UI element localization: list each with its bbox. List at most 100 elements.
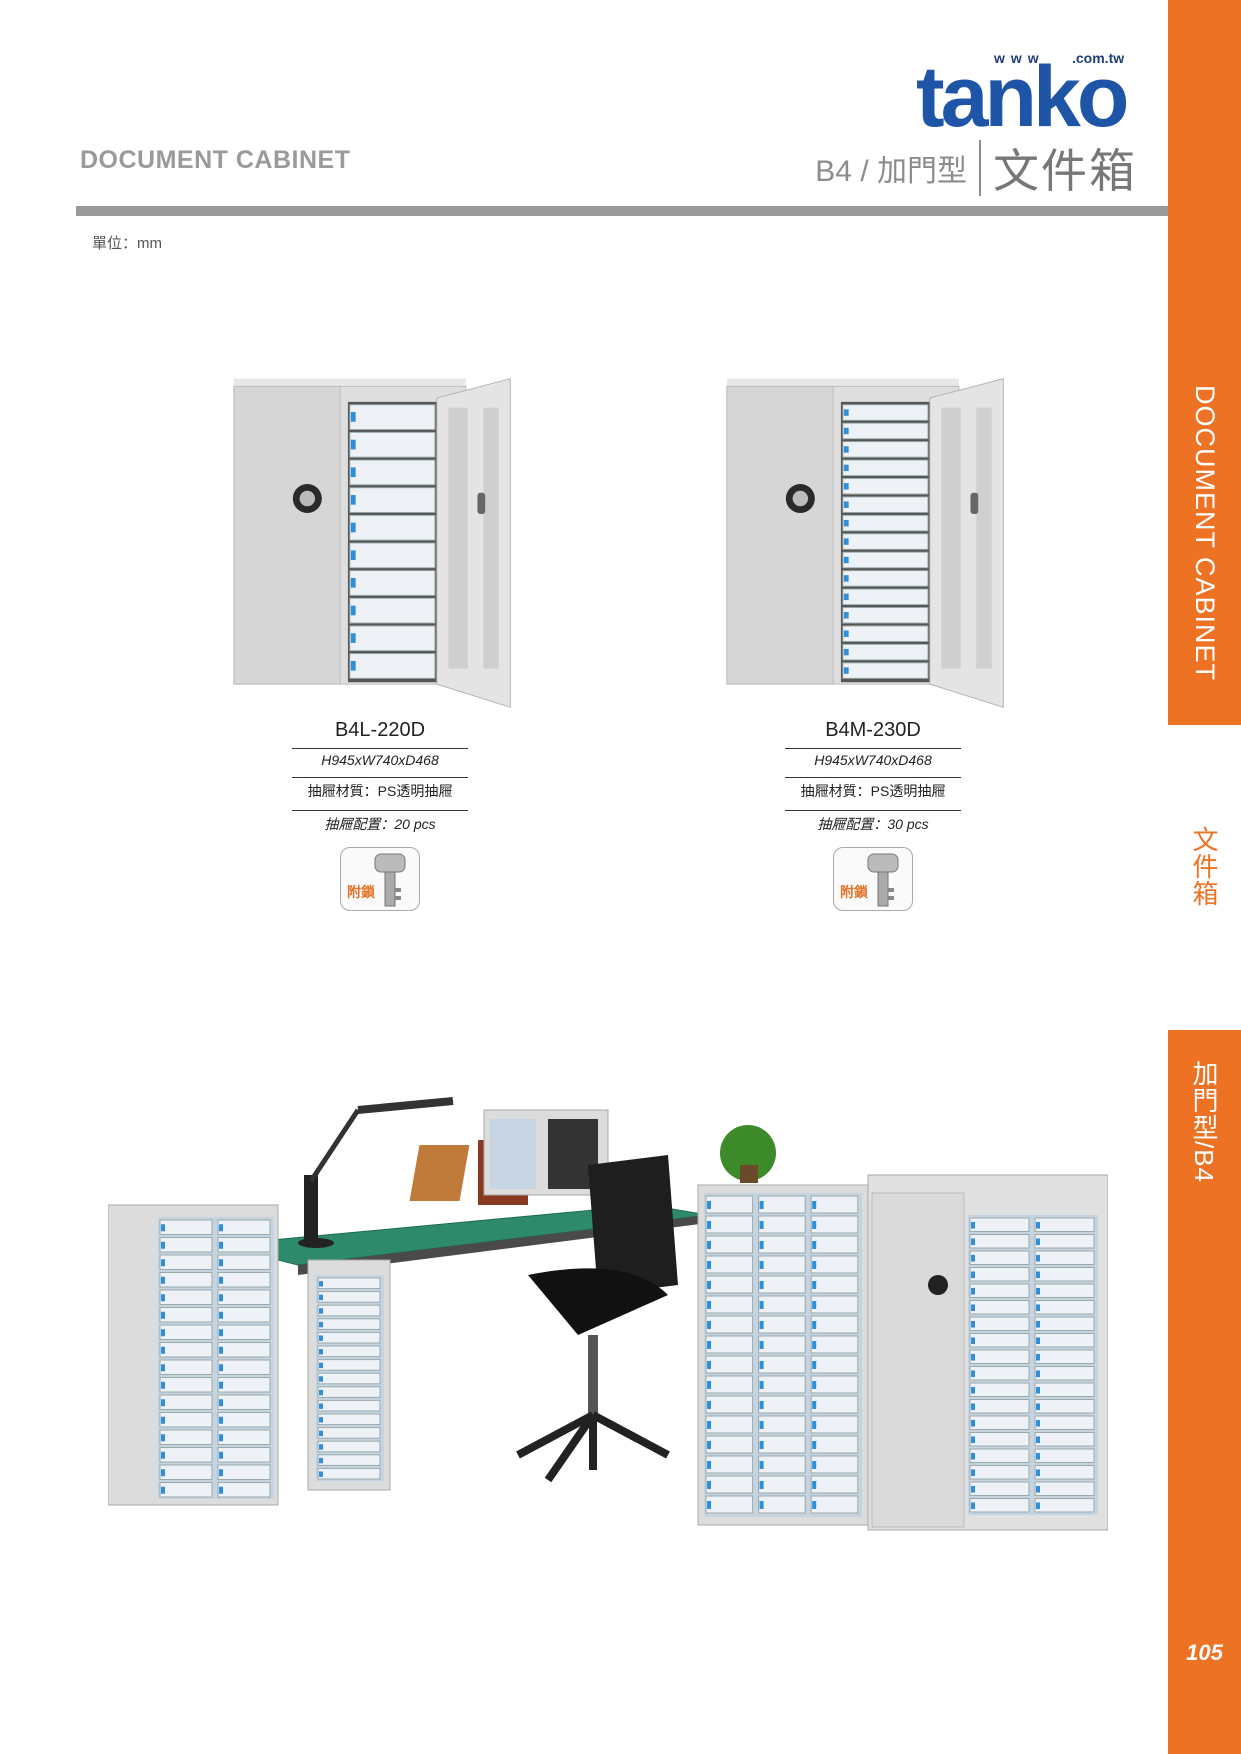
scene-drawer <box>969 1349 1030 1364</box>
scene-drawer-tag <box>319 1349 323 1355</box>
scene-drawer-tag <box>161 1381 165 1389</box>
scene-drawer <box>1034 1399 1095 1414</box>
scene-drawer <box>159 1429 213 1445</box>
scene-drawer <box>969 1415 1030 1430</box>
scene-drawer-tag <box>759 1401 764 1409</box>
scene-drawer <box>159 1482 213 1498</box>
scene-drawer <box>1034 1465 1095 1480</box>
scene-drawer-tag <box>707 1461 711 1469</box>
scene-drawer <box>969 1267 1030 1282</box>
scene-drawer <box>317 1277 381 1290</box>
scene-drawer-tag <box>161 1329 165 1337</box>
unit-note: 單位：mm <box>92 235 162 252</box>
scene-drawer-tag <box>161 1259 165 1267</box>
scene-drawer <box>159 1412 213 1428</box>
drawer-tag <box>843 501 849 508</box>
scene-drawer <box>810 1295 859 1314</box>
product-model: B4L-220D <box>334 719 426 741</box>
scene-drawer <box>758 1375 806 1394</box>
drawer <box>842 404 929 421</box>
scene-drawer <box>758 1495 806 1514</box>
scene-drawer-tag <box>971 1452 975 1460</box>
scene-drawer-tag <box>759 1381 764 1389</box>
scene-drawer-tag <box>812 1341 817 1349</box>
scene-drawer <box>969 1250 1030 1265</box>
scene-drawer <box>810 1455 859 1474</box>
scene-drawer <box>705 1395 754 1414</box>
scene-drawer <box>217 1377 271 1393</box>
scene-drawer-tag <box>219 1469 223 1477</box>
scene-drawer <box>1034 1349 1095 1364</box>
cabinet-image <box>726 378 1004 708</box>
scene-drawer <box>1034 1366 1095 1381</box>
scene-drawer-tag <box>971 1353 975 1361</box>
scene-drawer-tag <box>971 1419 975 1427</box>
scene-drawer-tag <box>1036 1238 1040 1246</box>
scene-drawer-tag <box>1036 1353 1040 1361</box>
scene-drawer <box>217 1342 271 1358</box>
scene-drawer-tag <box>812 1321 817 1329</box>
drawer-tag <box>843 446 849 453</box>
scene-drawer <box>1034 1316 1095 1331</box>
drawer-tag <box>350 467 356 478</box>
scene-drawer <box>1034 1300 1095 1315</box>
scene-drawer-tag <box>812 1501 817 1509</box>
drawer-tag <box>843 427 849 435</box>
scene-drawer-tag <box>971 1485 975 1493</box>
scene-drawer-tag <box>971 1271 975 1279</box>
scene-drawer <box>217 1289 271 1305</box>
drawer <box>842 662 929 679</box>
scene-drawer-tag <box>707 1381 711 1389</box>
scene-drawer <box>810 1195 859 1214</box>
scene-drawer <box>810 1375 859 1394</box>
scene-drawer <box>159 1219 213 1235</box>
drawer <box>349 404 436 430</box>
scene-drawer-tag <box>759 1321 764 1329</box>
scene-drawer-tag <box>219 1381 223 1389</box>
scene-drawer <box>159 1289 213 1305</box>
scene-drawer <box>810 1435 859 1454</box>
drawer-tag <box>843 593 849 601</box>
product-dimensions: H945xW740xD468 <box>292 748 468 771</box>
scene-drawer-tag <box>759 1481 764 1489</box>
scene-drawer <box>217 1254 271 1270</box>
drawer <box>349 459 436 486</box>
scene-drawer-tag <box>812 1461 817 1469</box>
scene-drawer-tag <box>759 1461 764 1469</box>
scene-drawer <box>705 1215 754 1234</box>
scene-drawer-tag <box>161 1434 165 1442</box>
brand-logo: www .com.tw tanko <box>916 48 1144 140</box>
scene-drawer-tag <box>812 1261 817 1269</box>
scene-drawer <box>159 1324 213 1340</box>
side-gap-white <box>1168 725 1241 1030</box>
logo-www: www <box>994 50 1045 66</box>
scene-drawer <box>317 1318 381 1330</box>
scene-drawer <box>317 1359 381 1371</box>
scene-drawer-tag <box>707 1501 711 1509</box>
product-dimensions: H945xW740xD468 <box>785 748 961 771</box>
scene-drawer-tag <box>971 1502 975 1510</box>
scene-drawer-tag <box>161 1241 165 1249</box>
scene-drawer <box>317 1399 381 1412</box>
scene-drawer <box>705 1435 754 1454</box>
scene-drawer-tag <box>707 1321 711 1329</box>
scene-drawer <box>1034 1448 1095 1463</box>
scene-drawer <box>758 1255 806 1274</box>
drawer-tag <box>843 667 849 674</box>
scene-drawer-tag <box>161 1224 165 1232</box>
scene-drawer-tag <box>812 1221 817 1229</box>
scene-drawer <box>217 1464 271 1480</box>
scene-drawer-tag <box>219 1224 223 1232</box>
drawer-tag <box>843 612 849 619</box>
lock-badge: 附鎖 <box>340 847 420 911</box>
scene-drawer <box>705 1295 754 1314</box>
scene-drawer-tag <box>759 1201 764 1209</box>
drawer-tag <box>843 519 849 527</box>
drawer-tag <box>350 660 356 671</box>
drawer <box>842 459 929 477</box>
scene-drawer-tag <box>971 1304 975 1312</box>
drawer-tag <box>350 633 356 643</box>
scene-drawer <box>705 1315 754 1334</box>
scene-drawer <box>758 1415 806 1434</box>
scene-drawer <box>810 1315 859 1334</box>
